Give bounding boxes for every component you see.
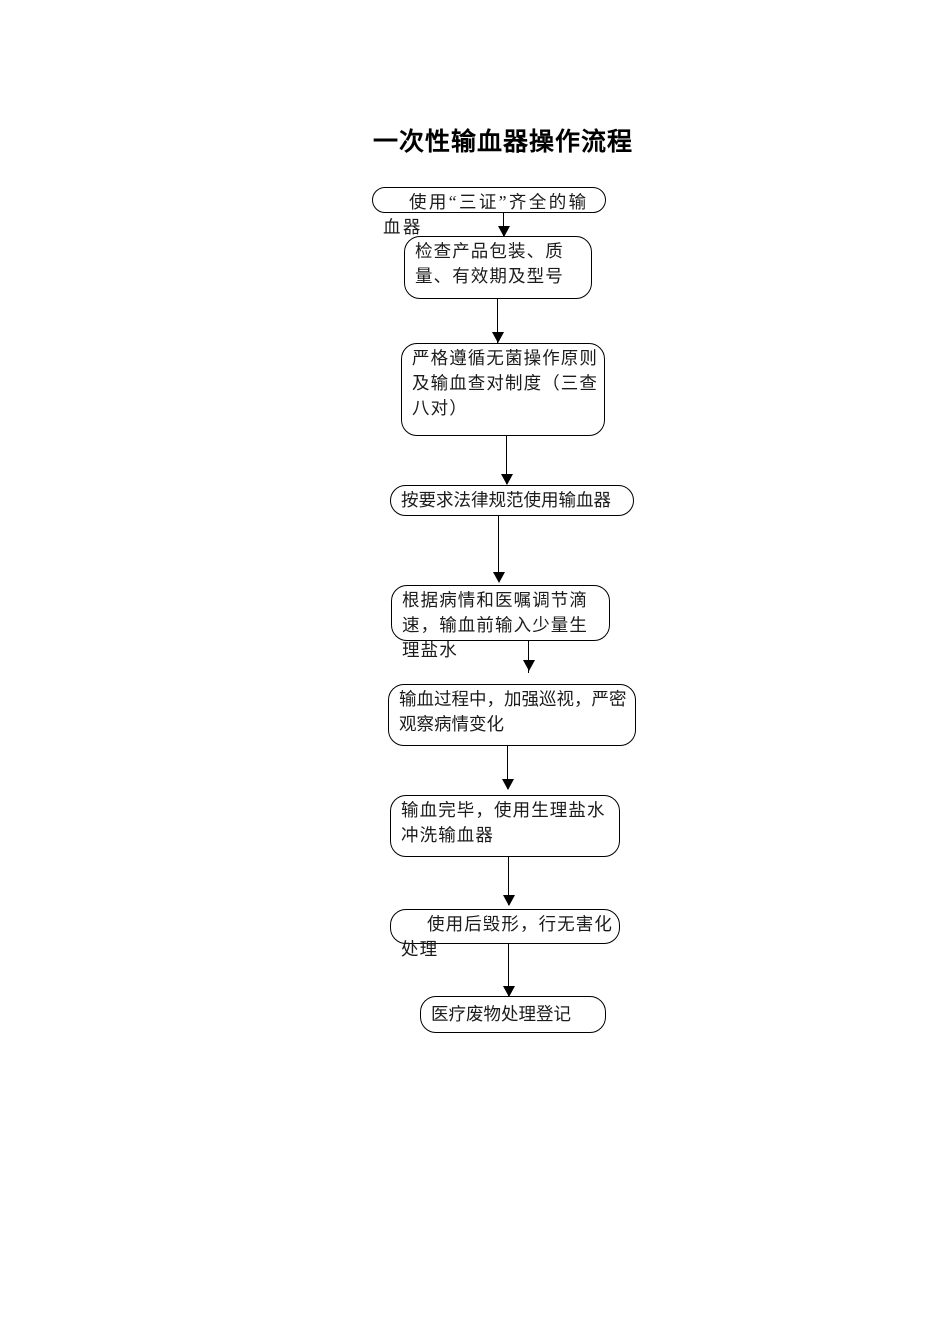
- flow-node-2-label: 检查产品包装、质量、有效期及型号: [415, 241, 564, 286]
- flow-node-6-label: 输血过程中，加强巡视，严密观察病情变化: [399, 689, 627, 734]
- flow-node-5-label: 根据病情和医嘱调节滴速，输血前输入少量生理盐水: [402, 590, 588, 660]
- connector-4-to-5: [498, 516, 499, 579]
- connector-6-to-7: [507, 746, 508, 789]
- connector-8-to-9: [508, 944, 509, 996]
- flow-node-1-label: 使用“三证”齐全的输血器: [383, 192, 589, 237]
- flow-node-5[interactable]: 根据病情和医嘱调节滴速，输血前输入少量生理盐水: [391, 585, 610, 660]
- flow-node-3-label: 严格遵循无菌操作原则及输血查对制度（三查八对）: [412, 348, 598, 418]
- flow-node-2[interactable]: 检查产品包装、质量、有效期及型号: [404, 236, 592, 299]
- arrowhead-2-to-3: [492, 332, 504, 343]
- connector-1-to-2: [503, 213, 504, 238]
- connector-2-to-3: [497, 299, 498, 343]
- flow-node-4[interactable]: 按要求法律规范使用输血器: [390, 485, 634, 516]
- flow-node-7-label: 输血完毕，使用生理盐水冲洗输血器: [401, 800, 606, 845]
- connector-5-to-6: [528, 641, 529, 673]
- arrowhead-1-to-2: [498, 226, 510, 237]
- flow-node-9[interactable]: 医疗废物处理登记: [420, 996, 606, 1033]
- connector-3-to-4: [506, 436, 507, 484]
- arrowhead-4-to-5: [493, 572, 505, 583]
- arrowhead-7-to-8: [503, 895, 515, 906]
- page-title-text: 一次性输血器操作流程: [372, 127, 633, 156]
- flow-node-3[interactable]: 严格遵循无菌操作原则及输血查对制度（三查八对）: [401, 343, 605, 436]
- flow-node-9-label: 医疗废物处理登记: [431, 1004, 571, 1024]
- arrowhead-5-to-6: [523, 660, 535, 671]
- arrowhead-3-to-4: [501, 474, 513, 485]
- arrowhead-8-to-9: [503, 986, 515, 997]
- flow-node-8[interactable]: 使用后毁形，行无害化处理: [390, 909, 620, 959]
- flow-node-8-label: 使用后毁形，行无害化处理: [401, 914, 613, 959]
- flow-node-1[interactable]: 使用“三证”齐全的输血器: [372, 187, 606, 237]
- flow-node-4-label: 按要求法律规范使用输血器: [401, 490, 611, 510]
- flow-node-6[interactable]: 输血过程中，加强巡视，严密观察病情变化: [388, 684, 636, 746]
- connector-7-to-8: [508, 857, 509, 905]
- flow-node-7[interactable]: 输血完毕，使用生理盐水冲洗输血器: [390, 795, 620, 857]
- page-title: 一次性输血器操作流程: [0, 126, 950, 158]
- arrowhead-6-to-7: [502, 779, 514, 790]
